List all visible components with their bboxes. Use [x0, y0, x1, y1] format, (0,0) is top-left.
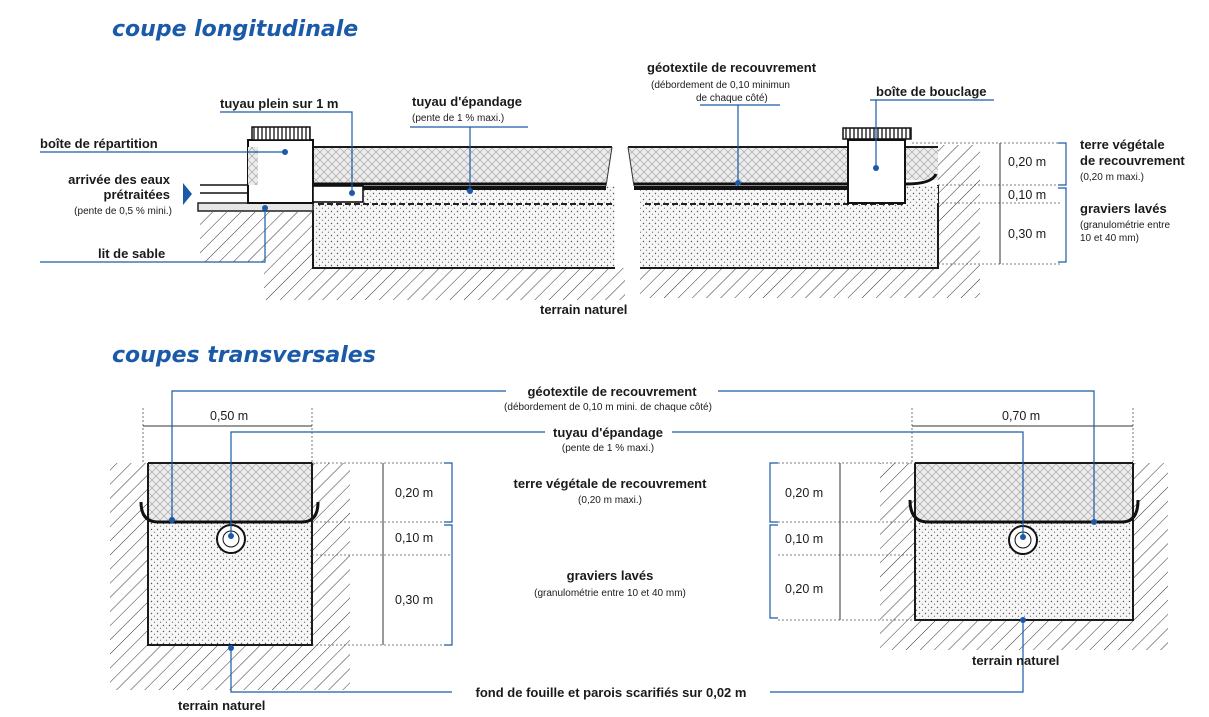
- label-terre-vegetale-2: de recouvrement: [1080, 153, 1185, 168]
- trench-outline-trans-left: [147, 462, 313, 646]
- label-tuyau-epandage-note: (pente de 1 % maxi.): [412, 113, 504, 124]
- ground-hatch-trans-right: [880, 463, 1168, 650]
- distribution-pipe-left: [313, 186, 606, 190]
- label-trans-geotextile-note: (débordement de 0,10 m mini. de chaque c…: [504, 402, 712, 413]
- topsoil-right-2: [905, 147, 938, 180]
- trench-outline-right: [640, 185, 939, 269]
- ground-hatch-left: [200, 212, 625, 300]
- gravel-body-right: [640, 203, 938, 268]
- label-graviers-note-2: 10 et 40 mm): [1080, 233, 1139, 244]
- dim-bracket-longitudinal: [1058, 142, 1067, 263]
- dim-long-gravel-upper: 0,10 m: [1008, 188, 1046, 202]
- inlet-arrow: [183, 183, 192, 205]
- transversal-left-section: [110, 408, 453, 690]
- label-arrivee-1: arrivée des eaux: [68, 172, 171, 187]
- label-trans-graviers-note: (granulométrie entre 10 et 40 mm): [534, 588, 686, 599]
- label-lit-sable: lit de sable: [98, 246, 165, 261]
- geotextile-trans-right: [908, 499, 1140, 524]
- dim-trans-right-width: 0,70 m: [1002, 409, 1040, 423]
- label-arrivee-note: (pente de 0,5 % mini.): [74, 206, 172, 217]
- label-terrain-naturel-long: terrain naturel: [540, 302, 627, 317]
- label-tuyau-plein: tuyau plein sur 1 m: [220, 96, 338, 111]
- label-trans-terre-vegetale: terre végétale de recouvrement: [514, 476, 708, 491]
- dim-trans-right-topsoil: 0,20 m: [785, 486, 823, 500]
- loop-box-grate: [842, 127, 912, 140]
- dim-long-gravel-lower: 0,30 m: [1008, 227, 1046, 241]
- break-line-left: [605, 146, 613, 187]
- dim-trans-right-gravel-lower: 0,20 m: [785, 582, 823, 596]
- dim-trans-left-width: 0,50 m: [210, 409, 248, 423]
- dim-long-topsoil: 0,20 m: [1008, 155, 1046, 169]
- label-graviers: graviers lavés: [1080, 201, 1167, 216]
- label-boite-repartition: boîte de répartition: [40, 136, 158, 151]
- dim-trans-left-gravel-upper: 0,10 m: [395, 531, 433, 545]
- depth-bracket-trans-right: [769, 462, 778, 619]
- label-trans-tuyau-note: (pente de 1 % maxi.): [562, 443, 654, 454]
- label-arrivee-2: prétraitées: [104, 187, 170, 202]
- transversal-leaders: [169, 390, 1097, 693]
- dim-trans-left-gravel-lower: 0,30 m: [395, 593, 433, 607]
- ground-white-mask-left: [200, 262, 264, 302]
- longitudinal-leaders: [40, 99, 994, 263]
- depth-guides-trans-left: [312, 462, 450, 646]
- inlet-pipe: [200, 184, 249, 194]
- distribution-box-wall: [248, 147, 258, 185]
- topsoil-left: [313, 147, 612, 184]
- label-trans-terrain-right: terrain naturel: [972, 653, 1059, 668]
- label-tuyau-epandage: tuyau d'épandage: [412, 94, 522, 109]
- dim-trans-left-topsoil: 0,20 m: [395, 486, 433, 500]
- label-trans-terrain-left: terrain naturel: [178, 698, 265, 713]
- longitudinal-section: [183, 126, 1067, 302]
- label-graviers-note-1: (granulométrie entre: [1080, 220, 1170, 231]
- title-longitudinal: coupe longitudinale: [112, 17, 358, 42]
- width-guides-trans-left: [142, 408, 313, 463]
- depth-bracket-trans-left: [444, 462, 453, 646]
- ground-hatch-trans-left: [110, 463, 350, 690]
- distribution-box-grate: [251, 126, 311, 141]
- dim-trans-right-gravel-upper: 0,10 m: [785, 532, 823, 546]
- dim-guides-longitudinal: [912, 142, 1060, 265]
- geotextile-right: [634, 173, 938, 186]
- geotextile-trans-left: [139, 501, 320, 524]
- depth-guides-trans-right: [778, 462, 915, 621]
- solid-pipe: [312, 185, 364, 203]
- label-geotextile-note-2: de chaque côté): [696, 93, 768, 104]
- topsoil-trans-left: [148, 463, 312, 522]
- transversal-right-section: [769, 408, 1168, 650]
- label-boite-bouclage: boîte de bouclage: [876, 84, 987, 99]
- title-transversal: coupes transversales: [112, 343, 376, 368]
- label-trans-fond-fouille: fond de fouille et parois scarifiés sur …: [476, 685, 747, 700]
- gravel-body-left: [313, 203, 615, 268]
- gravel-upper-left: [313, 186, 615, 203]
- label-geotextile-note-1: (débordement de 0,10 minimun: [651, 80, 790, 91]
- break-line-right: [627, 146, 635, 187]
- label-terre-vegetale-note: (0,20 m maxi.): [1080, 172, 1144, 183]
- label-trans-terre-vegetale-note: (0,20 m maxi.): [578, 495, 642, 506]
- label-geotextile: géotextile de recouvrement: [647, 60, 817, 75]
- ground-hatch-right: [640, 145, 980, 298]
- label-trans-tuyau: tuyau d'épandage: [553, 425, 663, 440]
- label-terre-vegetale-1: terre végétale: [1080, 137, 1165, 152]
- sand-bed: [197, 202, 314, 212]
- width-guides-trans-right: [911, 408, 1134, 463]
- distribution-pipe-right: [634, 186, 848, 190]
- label-trans-geotextile: géotextile de recouvrement: [527, 384, 697, 399]
- trench-outline-left: [312, 210, 615, 269]
- label-trans-graviers: graviers lavés: [567, 568, 654, 583]
- topsoil-trans-right: [915, 463, 1133, 522]
